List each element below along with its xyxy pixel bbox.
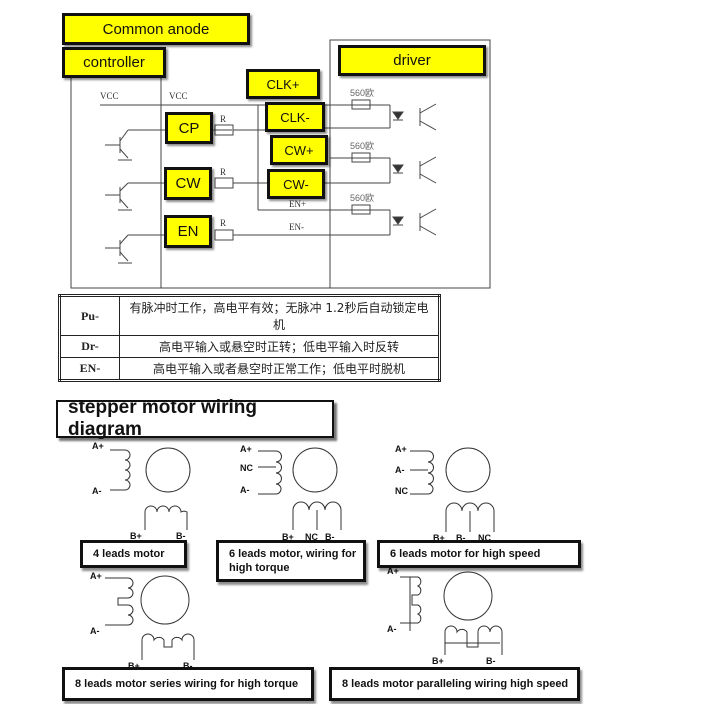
signal-description: 有脉冲时工作，高电平有效；无脉冲 1.2秒后自动锁定电机 xyxy=(119,295,440,336)
clk-minus-label: CLK- xyxy=(265,102,325,132)
optocoupler-icon xyxy=(392,208,437,236)
lead-label: NC xyxy=(240,463,253,473)
lead-label: B+ xyxy=(130,531,142,541)
transistor-icon xyxy=(105,182,132,211)
en-minus-label: EN- xyxy=(289,222,304,232)
resistor-icon xyxy=(351,99,371,110)
motor-caption-6-leads-torque: 6 leads motor, wiring for high torque xyxy=(216,540,366,582)
motor-caption-8-leads-series: 8 leads motor series wiring for high tor… xyxy=(62,667,314,701)
resistor-icon xyxy=(214,229,234,241)
motor-diagram-6-leads-speed xyxy=(410,447,495,532)
resistor-icon xyxy=(351,204,371,215)
cw-label: CW xyxy=(164,167,212,200)
cp-label: CP xyxy=(165,112,213,144)
wiring-diagram-title: stepper motor wiring diagram xyxy=(56,397,334,440)
resistor-value-label: 560欧 xyxy=(350,141,375,151)
optocoupler-icon xyxy=(392,156,437,184)
resistor-label: R xyxy=(220,114,227,124)
driver-box xyxy=(329,39,491,289)
cw-minus-label: CW- xyxy=(267,169,325,199)
motor-diagram-8-leads-series xyxy=(105,575,195,660)
motor-diagram-8-leads-parallel xyxy=(400,571,503,655)
resistor-label: R xyxy=(220,167,227,177)
lead-label: A- xyxy=(395,465,405,475)
lead-label: B+ xyxy=(432,656,444,666)
signal-name: Pu- xyxy=(59,295,120,336)
lead-label: A- xyxy=(92,486,102,496)
resistor-value-label: 560欧 xyxy=(350,88,375,98)
lead-label: A- xyxy=(387,624,397,634)
table-row: Dr- 高电平输入或悬空时正转；低电平输入时反转 xyxy=(59,335,440,358)
driver-label: driver xyxy=(338,45,486,76)
lead-label: A- xyxy=(240,485,250,495)
lead-label: NC xyxy=(305,532,318,542)
lead-label: A+ xyxy=(240,444,252,454)
lead-label: B+ xyxy=(128,661,140,671)
cw-plus-label: CW+ xyxy=(270,135,328,165)
clk-plus-label: CLK+ xyxy=(246,69,320,99)
lead-label: B- xyxy=(486,656,496,666)
lead-label: NC xyxy=(395,486,408,496)
signal-description-table: Pu- 有脉冲时工作，高电平有效；无脉冲 1.2秒后自动锁定电机 Dr- 高电平… xyxy=(58,294,441,382)
resistor-icon xyxy=(214,177,234,189)
resistor-icon xyxy=(351,152,371,163)
motor-diagram-4-leads xyxy=(110,447,191,530)
lead-label: B- xyxy=(176,531,186,541)
motor-caption-4-leads: 4 leads motor xyxy=(80,540,187,568)
en-plus-label: EN+ xyxy=(289,199,307,209)
vcc-label: VCC xyxy=(169,91,188,101)
lead-label: B- xyxy=(183,661,193,671)
lead-label: B+ xyxy=(433,533,445,543)
transistor-icon xyxy=(105,234,132,264)
resistor-value-label: 560欧 xyxy=(350,193,375,203)
transistor-icon xyxy=(105,129,132,161)
signal-name: Dr- xyxy=(59,335,120,358)
lead-label: B+ xyxy=(282,532,294,542)
motor-caption-6-leads-speed: 6 leads motor for high speed xyxy=(377,540,581,568)
optocoupler-icon xyxy=(392,103,437,131)
lead-label: B- xyxy=(325,532,335,542)
lead-label: NC xyxy=(478,533,491,543)
signal-description: 高电平输入或者悬空时正常工作；低电平时脱机 xyxy=(119,357,440,381)
en-label: EN xyxy=(164,215,212,248)
controller-box xyxy=(70,74,162,289)
motor-diagram-6-leads-torque xyxy=(258,447,342,530)
lead-label: A+ xyxy=(387,566,399,576)
lead-label: A+ xyxy=(90,571,102,581)
resistor-label: R xyxy=(220,218,227,228)
common-anode-label: Common anode xyxy=(62,13,250,45)
lead-label: A+ xyxy=(395,444,407,454)
controller-label: controller xyxy=(62,47,166,78)
table-row: Pu- 有脉冲时工作，高电平有效；无脉冲 1.2秒后自动锁定电机 xyxy=(59,295,440,336)
lead-label: A+ xyxy=(92,441,104,451)
lead-label: A- xyxy=(90,626,100,636)
signal-description: 高电平输入或悬空时正转；低电平输入时反转 xyxy=(119,335,440,358)
signal-name: EN- xyxy=(59,357,120,381)
table-row: EN- 高电平输入或者悬空时正常工作；低电平时脱机 xyxy=(59,357,440,381)
lead-label: B- xyxy=(456,533,466,543)
vcc-label: VCC xyxy=(100,91,119,101)
motor-caption-8-leads-parallel: 8 leads motor paralleling wiring high sp… xyxy=(329,667,580,701)
